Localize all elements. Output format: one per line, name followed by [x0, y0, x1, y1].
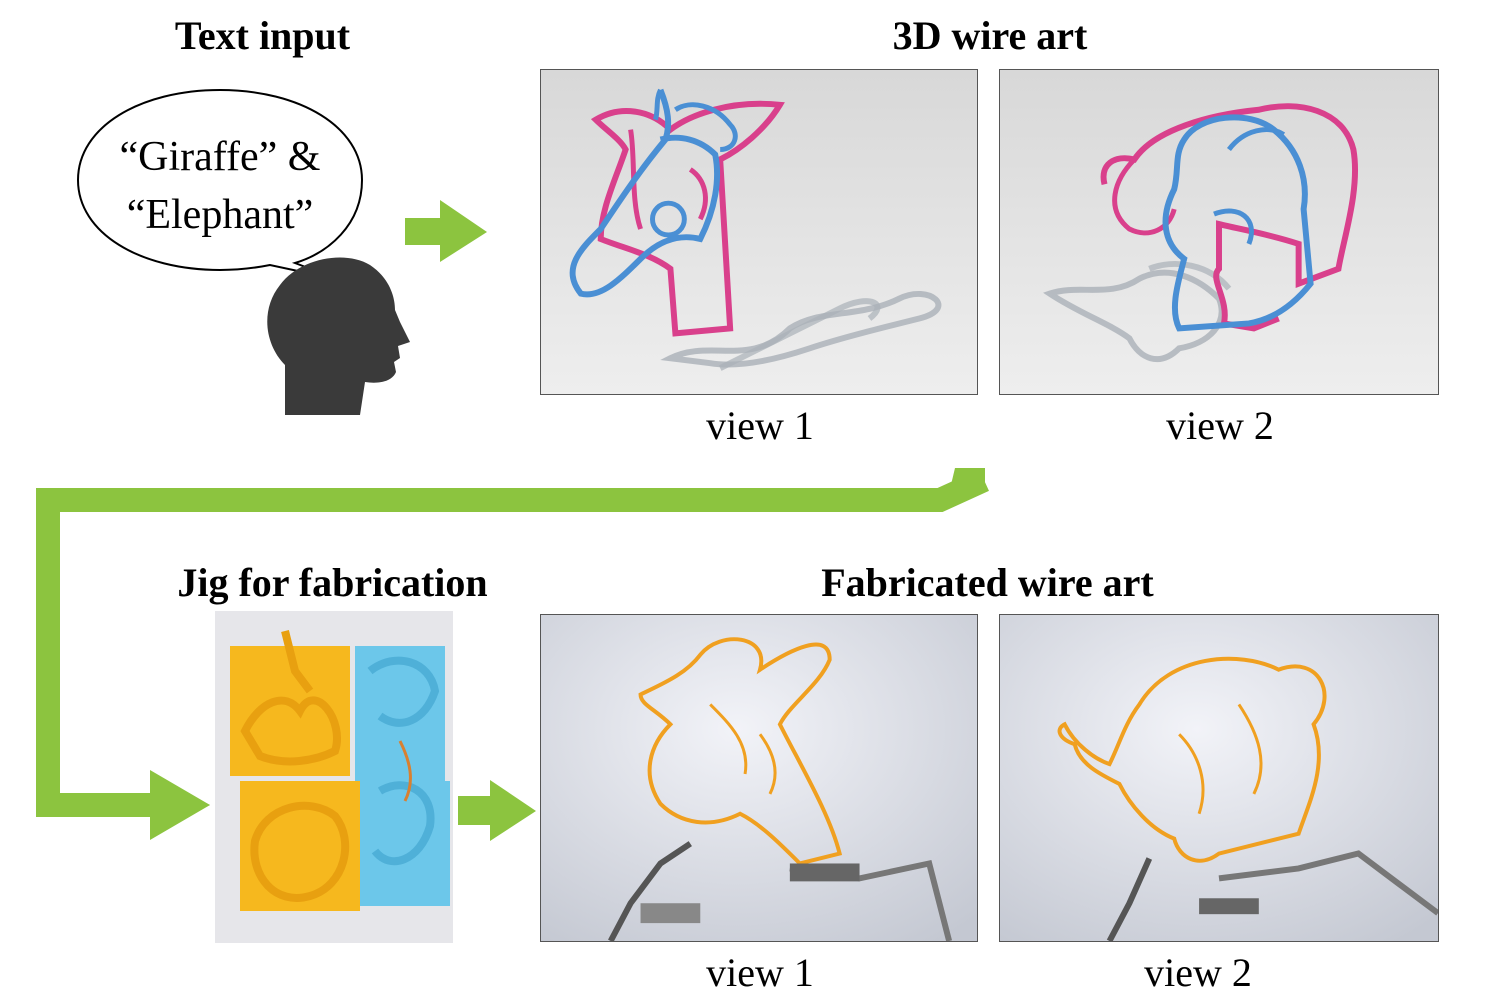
caption-bottom-view-1: view 1	[706, 950, 814, 995]
heading-jig: Jig for fabrication	[177, 560, 488, 605]
heading-text-input: Text input	[174, 13, 351, 58]
caption-top-view-2: view 2	[1166, 403, 1274, 448]
speech-bubble	[76, 88, 364, 281]
render-view-1-giraffe	[540, 69, 978, 395]
jig-photo	[215, 611, 453, 943]
arrow-to-fabricated	[458, 780, 536, 841]
head-silhouette-icon	[267, 257, 410, 415]
arrow-to-3d-art	[405, 200, 487, 262]
bubble-line-1: “Giraffe” &	[119, 134, 321, 180]
caption-top-view-1: view 1	[706, 403, 814, 448]
caption-bottom-view-2: view 2	[1144, 950, 1252, 995]
bubble-line-2: “Elephant”	[126, 192, 314, 238]
render-view-2-elephant	[999, 69, 1439, 395]
heading-fabricated: Fabricated wire art	[821, 560, 1154, 605]
heading-3d-wire-art: 3D wire art	[892, 13, 1088, 58]
fabricated-photo-view-2	[999, 614, 1439, 942]
fabricated-photo-view-1	[540, 614, 978, 942]
